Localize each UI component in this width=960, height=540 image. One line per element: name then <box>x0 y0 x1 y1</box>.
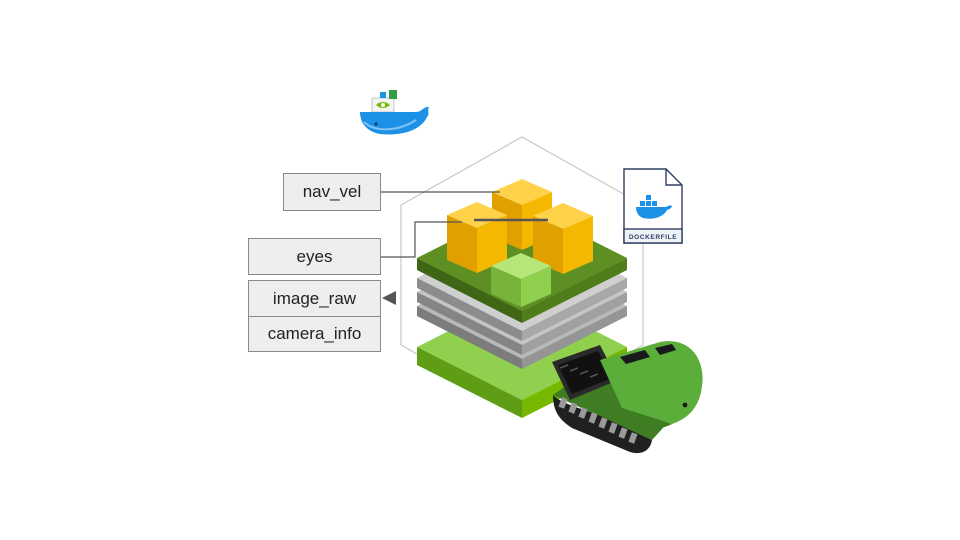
dockerfile-label: DOCKERFILE <box>629 234 677 241</box>
topic-camera-info: camera_info <box>248 316 381 352</box>
eyes-connector <box>381 221 462 258</box>
topic-camera-info-label: camera_info <box>267 324 362 343</box>
node-cube-left <box>447 202 507 273</box>
node-cube-camera <box>491 253 551 307</box>
docker-whale-icon <box>636 195 672 219</box>
dockerfile-icon: DOCKERFILE <box>623 168 683 244</box>
image-raw-arrowhead <box>382 291 396 305</box>
docker-nvidia-logo-icon <box>360 90 429 135</box>
topic-eyes: eyes <box>248 238 381 275</box>
node-cube-right <box>533 203 593 274</box>
topic-nav-vel: nav_vel <box>283 173 381 211</box>
topic-eyes-label: eyes <box>296 246 333 266</box>
topic-nav-vel-label: nav_vel <box>302 182 362 201</box>
robot-track-links <box>558 397 638 444</box>
tracked-robot-icon <box>552 341 703 454</box>
topic-image-raw: image_raw <box>248 280 381 317</box>
topic-image-raw-label: image_raw <box>272 288 357 308</box>
